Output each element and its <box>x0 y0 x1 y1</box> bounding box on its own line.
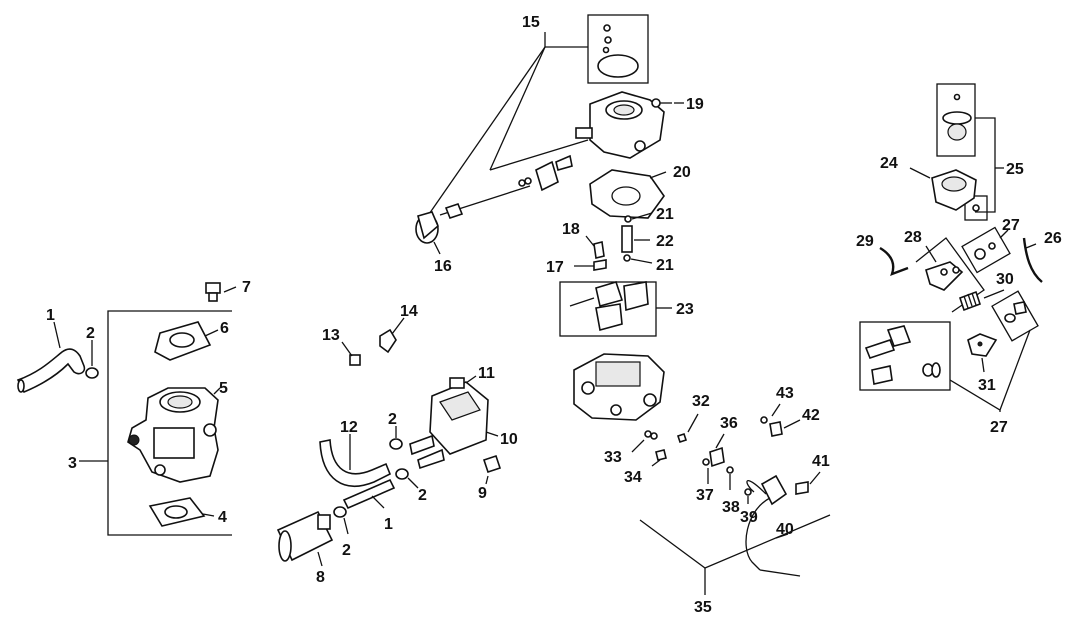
callout-23-float: 23 <box>676 301 694 318</box>
callout-20-gasket: 20 <box>673 164 691 181</box>
callout-2-clamp: 2 <box>86 325 95 342</box>
callout-38: 38 <box>722 499 740 516</box>
parts-27-right <box>991 290 1039 342</box>
solenoid-40 <box>745 474 801 577</box>
callout-32: 32 <box>692 393 710 410</box>
carburetor-lower <box>573 353 665 421</box>
callout-41: 41 <box>812 453 830 470</box>
callout-2-clamp-lower: 2 <box>342 542 351 559</box>
carburetor-gasket-bottom <box>148 497 215 527</box>
hose-clamps-2 <box>333 426 419 535</box>
callout-43: 43 <box>776 385 794 402</box>
callout-21-bottom: 21 <box>656 257 674 274</box>
hose-clamp-left <box>85 340 99 379</box>
shaft-seal-16 <box>415 211 441 255</box>
callout-7-bolt: 7 <box>242 279 251 296</box>
callout-9-fitting: 9 <box>478 485 487 502</box>
callout-28-lever: 28 <box>904 229 922 246</box>
callout-27-top: 27 <box>1002 217 1020 234</box>
carburetor-gasket-top <box>154 321 219 361</box>
callout-2-clamp-right: 2 <box>418 487 427 504</box>
kit-25-bracket <box>936 83 1004 221</box>
needle-18-17 <box>574 235 607 271</box>
choke-housing-24 <box>909 167 977 211</box>
callout-2-clamp-top: 2 <box>388 411 397 428</box>
fuel-hose-12 <box>319 434 392 487</box>
throttle-shaft <box>439 154 573 219</box>
callout-15-kit: 15 <box>522 14 540 31</box>
callout-6-gasket: 6 <box>220 320 229 337</box>
jet-21-22 <box>621 212 653 264</box>
fuel-hose-left <box>16 321 86 394</box>
rod-26 <box>1022 237 1043 283</box>
clip-14 <box>379 317 405 354</box>
fuel-filter <box>276 510 334 567</box>
callout-25-kit: 25 <box>1006 161 1024 178</box>
callout-30-spring: 30 <box>996 271 1014 288</box>
plate-31 <box>967 333 998 373</box>
callout-14-clip: 14 <box>400 303 418 320</box>
float-kit-23 <box>559 281 672 337</box>
callout-21-top: 21 <box>656 206 674 223</box>
callout-27-bottom: 27 <box>990 419 1008 436</box>
kit-27-bottom <box>859 321 1031 412</box>
kit-15-bracket <box>417 14 649 231</box>
carburetor-body <box>127 387 221 483</box>
callout-11-fitting: 11 <box>478 365 495 382</box>
callout-31-plate: 31 <box>978 377 996 394</box>
fuel-pump-10 <box>409 381 499 470</box>
callout-40-solenoid: 40 <box>776 521 794 538</box>
carburetor-upper <box>575 91 665 159</box>
screw-19 <box>651 98 684 108</box>
callout-36: 36 <box>720 415 738 432</box>
callout-1-hose: 1 <box>46 307 55 324</box>
parts-27-top <box>961 226 1011 274</box>
parts-32-34 <box>631 413 699 467</box>
callout-19-screw: 19 <box>686 96 704 113</box>
spring-30 <box>958 289 1005 312</box>
callout-39: 39 <box>740 509 758 526</box>
callout-35-group: 35 <box>694 599 712 616</box>
callout-13-screw: 13 <box>322 327 340 344</box>
callout-37: 37 <box>696 487 714 504</box>
callout-26-rod: 26 <box>1044 230 1062 247</box>
callout-5-carb-body: 5 <box>219 380 228 397</box>
fuel-line-1 <box>342 478 396 510</box>
carburetor-group-bracket <box>79 310 232 536</box>
rod-29 <box>879 246 909 277</box>
fitting-9 <box>482 454 502 485</box>
callout-16-seal: 16 <box>434 258 452 275</box>
screw-13 <box>341 341 361 366</box>
parts-36-39 <box>702 433 752 504</box>
callout-12-hose: 12 <box>340 419 358 436</box>
solenoid-group-bracket <box>639 514 831 595</box>
callout-18-needle: 18 <box>562 221 580 238</box>
callout-34: 34 <box>624 469 642 486</box>
callout-3-carburetor: 3 <box>68 455 77 472</box>
callout-33: 33 <box>604 449 622 466</box>
callout-24-housing: 24 <box>880 155 898 172</box>
callout-10-pump: 10 <box>500 431 518 448</box>
callout-4-gasket: 4 <box>218 509 227 526</box>
bolt-7 <box>205 282 237 302</box>
callout-29-rod: 29 <box>856 233 874 250</box>
gasket-20 <box>589 169 667 219</box>
callout-8-filter: 8 <box>316 569 325 586</box>
callout-17-seat: 17 <box>546 259 564 276</box>
screws-41-43 <box>760 403 821 495</box>
callout-22-jet: 22 <box>656 233 674 250</box>
callout-1-fuel-line: 1 <box>384 516 393 533</box>
fitting-11 <box>449 375 477 389</box>
callout-42: 42 <box>802 407 820 424</box>
